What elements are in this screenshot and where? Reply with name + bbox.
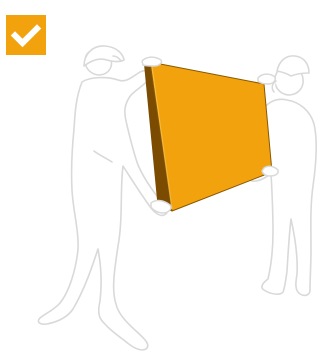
left-upper-hand [142, 57, 162, 66]
right-upper-hand [258, 74, 275, 84]
panel-face [150, 62, 272, 211]
orange-panel [144, 62, 272, 211]
right-lower-hand [262, 166, 278, 176]
